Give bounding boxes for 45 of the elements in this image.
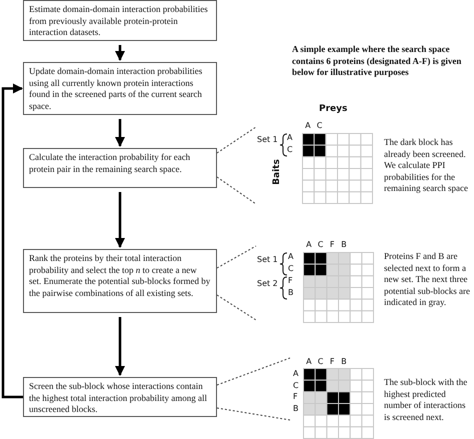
description: The dark block has already been screened. We calculate PPI probabilities for the remaining search space bbox=[384, 137, 469, 195]
leader-line bbox=[216, 294, 256, 320]
row-label: B bbox=[288, 288, 294, 298]
column-label: A bbox=[304, 121, 312, 131]
process-box: Update domain-domain interaction probabilities using all currently known protein interactions found in the screened parts of the current search space. bbox=[23, 62, 217, 115]
row-label: C bbox=[293, 381, 299, 391]
axis-title: Baits bbox=[272, 158, 282, 187]
column-label: A bbox=[305, 240, 313, 250]
process-box: Rank the proteins by their total interaction probability and select the top n to create a new set. Enumerate the potential sub-blocks formed by the pairwise combinations of all existing sets. bbox=[23, 249, 217, 313]
process-box: Estimate domain-domain interaction probabilities from previously available protein-protein interaction datasets. bbox=[23, 0, 217, 41]
column-label: F bbox=[328, 357, 336, 367]
column-label: C bbox=[316, 357, 324, 367]
column-label: C bbox=[316, 240, 324, 250]
axis-title: Preys bbox=[319, 104, 348, 114]
leader-line bbox=[216, 408, 290, 420]
set-label: Set 1 bbox=[257, 135, 278, 145]
arrow bbox=[115, 192, 125, 248]
column-label: B bbox=[340, 240, 348, 250]
row-label: A bbox=[288, 252, 294, 262]
row-label: C bbox=[288, 264, 294, 274]
row-label: C bbox=[287, 145, 293, 155]
row-label: B bbox=[293, 404, 298, 414]
row-label: F bbox=[288, 276, 293, 286]
column-label: C bbox=[316, 121, 324, 131]
arrow bbox=[115, 119, 125, 147]
description: Proteins F and B are selected next to form a new set. The next three potential sub-blocks are indicated in gray. bbox=[384, 251, 471, 309]
column-label: B bbox=[340, 357, 348, 367]
arrow bbox=[115, 317, 125, 376]
leader-line bbox=[216, 176, 256, 204]
heading: A simple example where the search space contains 6 proteins (designated A-F) is given below for illustrative purposes bbox=[292, 44, 462, 78]
column-label: A bbox=[305, 357, 313, 367]
set-label: Set 2 bbox=[257, 279, 278, 289]
description: The sub-block with the highest predicted number of interactions is screened next. bbox=[384, 377, 468, 424]
leader-line bbox=[216, 358, 290, 386]
column-label: F bbox=[328, 240, 336, 250]
row-label: A bbox=[287, 133, 292, 143]
process-box: Screen the sub-block whose interactions contain the highest total interaction probability among all unscreened blocks. bbox=[23, 377, 217, 417]
leader-line bbox=[216, 126, 256, 154]
process-box: Calculate the interaction probability for each protein pair in the remaining search space. bbox=[23, 148, 217, 188]
arrow bbox=[115, 45, 125, 61]
row-label: F bbox=[293, 392, 298, 402]
leader-line bbox=[216, 246, 256, 268]
set-label: Set 1 bbox=[257, 255, 278, 265]
row-label: A bbox=[293, 369, 298, 379]
feedback-arrow bbox=[2, 84, 23, 398]
